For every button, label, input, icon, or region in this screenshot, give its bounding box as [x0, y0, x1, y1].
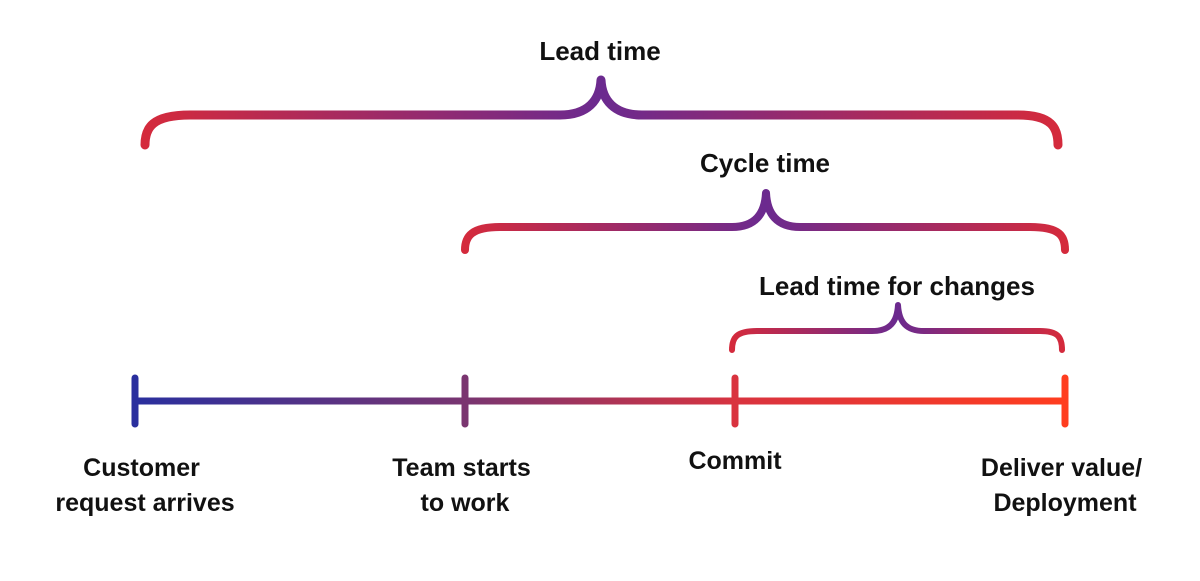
lead-time-span: Lead time — [140, 36, 1063, 150]
customer-request-label-line-1: Customer — [83, 454, 200, 482]
deliver-value-label-line-2: Deployment — [993, 489, 1137, 517]
customer-request-label: Customer request arrives — [55, 454, 234, 517]
cycle-time-label: Cycle time — [700, 148, 830, 178]
lead-time-brace — [140, 75, 1063, 150]
team-starts-label-line-1: Team starts — [392, 454, 531, 482]
timeline — [131, 374, 1069, 428]
deliver-value-label-line-1: Deliver value/ — [981, 454, 1142, 482]
point-labels: Customer request arrives Team starts to … — [55, 447, 1149, 517]
team-starts-label-line-2: to work — [421, 489, 510, 517]
cycle-time-span: Cycle time — [461, 148, 1069, 254]
lead-time-for-changes-span: Lead time for changes — [729, 271, 1065, 353]
commit-label: Commit — [688, 447, 782, 475]
commit-label-line-1: Commit — [688, 447, 782, 475]
lead-time-for-changes-brace — [729, 302, 1065, 353]
lead-time-for-changes-label: Lead time for changes — [759, 271, 1035, 301]
cycle-time-brace — [461, 189, 1069, 254]
deliver-value-label: Deliver value/ Deployment — [981, 454, 1149, 517]
customer-request-label-line-2: request arrives — [55, 489, 234, 517]
lead-time-label: Lead time — [539, 36, 660, 66]
team-starts-label: Team starts to work — [392, 454, 537, 517]
